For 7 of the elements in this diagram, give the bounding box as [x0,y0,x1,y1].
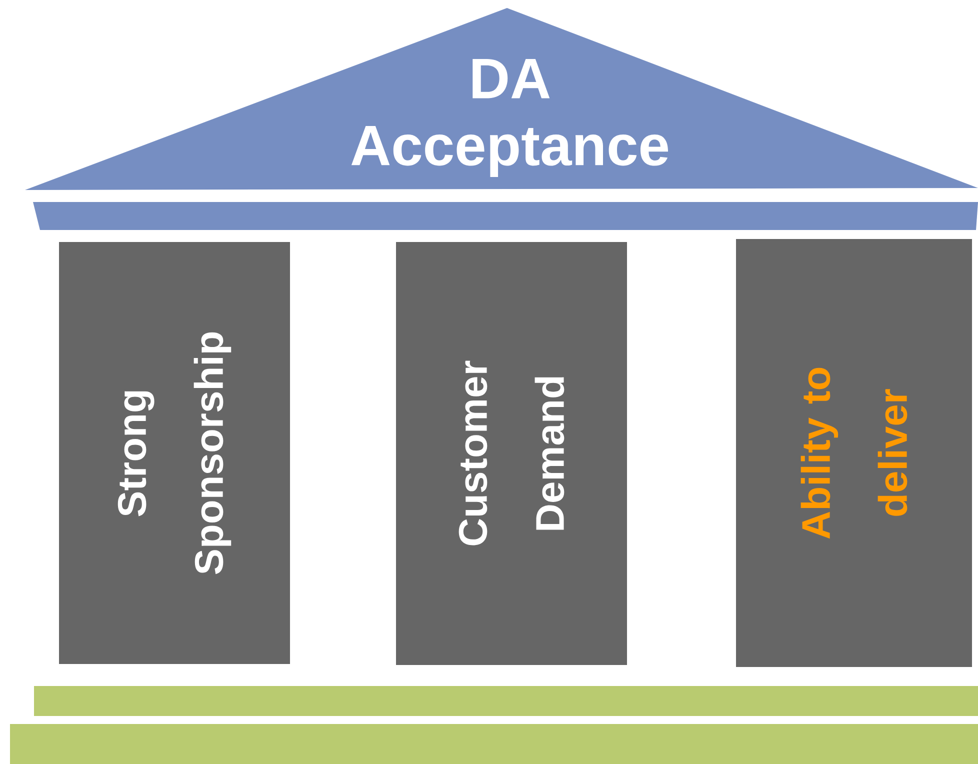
roof-triangle: DA Acceptance [25,8,978,190]
pillar-box: Ability to deliver [736,239,972,667]
pillar-box: Customer Demand [396,242,627,665]
base-step [34,686,978,716]
pillar-box: Strong Sponsorship [59,242,290,664]
beam [33,202,978,230]
base-step [10,724,978,764]
